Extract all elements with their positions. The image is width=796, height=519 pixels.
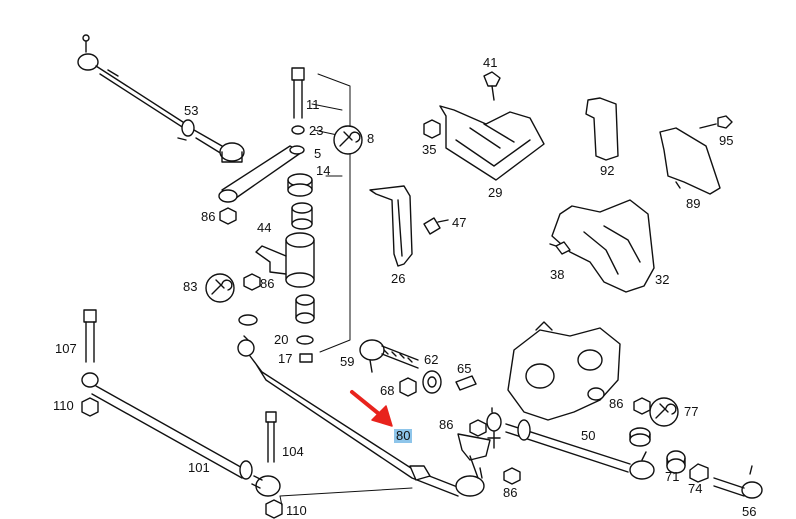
- rod-end-56: [713, 465, 763, 499]
- nut-86-bottom: [503, 467, 521, 485]
- label-89: 89: [686, 196, 701, 211]
- label-77: 77: [684, 404, 699, 419]
- nut-74: [689, 463, 709, 483]
- label-107: 107: [55, 341, 77, 356]
- label-41: 41: [483, 55, 498, 70]
- drag-link-80: [237, 335, 485, 497]
- label-86-center: 86: [439, 417, 454, 432]
- label-92: 92: [600, 163, 615, 178]
- label-110-bottom: 110: [286, 503, 307, 518]
- group-bracket-101: [279, 487, 413, 507]
- bracket-89: [659, 127, 721, 195]
- label-47: 47: [452, 215, 467, 230]
- gearbox-cover-32: [551, 199, 655, 293]
- label-65: 65: [457, 361, 472, 376]
- label-71: 71: [665, 469, 680, 484]
- label-86-upper-left: 86: [201, 209, 216, 224]
- nut-86-mid: [243, 273, 261, 291]
- label-14: 14: [316, 163, 331, 178]
- nut-110-bottom: [265, 499, 283, 519]
- wrench-icon-8: [333, 125, 363, 155]
- bracket-26: [369, 185, 413, 267]
- washer-83: [238, 314, 258, 326]
- plate-92: [585, 97, 619, 161]
- label-23: 23: [309, 123, 324, 138]
- nut-86-right: [633, 397, 651, 415]
- label-44: 44: [257, 220, 272, 235]
- label-86-right: 86: [609, 396, 624, 411]
- bushing-71: [666, 450, 686, 474]
- nut-35: [423, 119, 441, 139]
- nut-86-center: [469, 419, 487, 437]
- label-50: 50: [581, 428, 596, 443]
- tie-rod-53: [77, 34, 245, 163]
- shield-29: [439, 105, 545, 181]
- bracket-86-lower: [457, 433, 491, 479]
- group-bracket-8: [311, 73, 351, 353]
- clamp-62: [422, 370, 442, 394]
- label-29: 29: [488, 185, 503, 200]
- tie-rod-101: [81, 372, 281, 497]
- tie-rod-50: [486, 407, 655, 480]
- label-101: 101: [188, 460, 210, 475]
- bolt-47: [423, 217, 449, 235]
- label-95: 95: [719, 133, 734, 148]
- idler-bracket-44: [255, 173, 315, 363]
- label-68: 68: [380, 383, 395, 398]
- label-83: 83: [183, 279, 198, 294]
- label-17: 17: [278, 351, 293, 366]
- wrench-icon-83: [205, 273, 235, 303]
- bolt-65: [455, 375, 477, 391]
- bolt-95: [699, 115, 733, 129]
- wrench-icon-77: [649, 397, 679, 427]
- bolt-104: [265, 411, 277, 463]
- label-104: 104: [282, 444, 304, 459]
- label-35: 35: [422, 142, 437, 157]
- bolt-11: [291, 67, 305, 135]
- label-74: 74: [688, 481, 703, 496]
- pitman-arm-5: [218, 145, 305, 203]
- label-53: 53: [184, 103, 199, 118]
- label-59: 59: [340, 354, 355, 369]
- bolt-38: [549, 241, 571, 255]
- washer-77: [629, 427, 651, 447]
- label-110-left: 110: [53, 398, 74, 413]
- label-62: 62: [424, 352, 439, 367]
- nut-68: [399, 377, 417, 397]
- label-86-bottom: 86: [503, 485, 518, 500]
- label-26: 26: [391, 271, 406, 286]
- label-38: 38: [550, 267, 565, 282]
- steering-gearbox: [507, 321, 621, 421]
- label-20: 20: [274, 332, 289, 347]
- label-86-mid: 86: [260, 276, 275, 291]
- label-32: 32: [655, 272, 670, 287]
- label-56: 56: [742, 504, 757, 519]
- label-8: 8: [367, 131, 375, 146]
- label-5: 5: [314, 146, 322, 161]
- tie-rod-end-59: [359, 339, 419, 373]
- nut-110-left: [81, 397, 99, 417]
- red-arrow-icon: [350, 390, 393, 427]
- bolt-41: [483, 71, 501, 101]
- bolt-107: [83, 309, 97, 363]
- label-80-highlighted[interactable]: 80: [394, 428, 413, 443]
- nut-86-upper-left: [219, 207, 237, 225]
- label-11: 11: [306, 97, 320, 112]
